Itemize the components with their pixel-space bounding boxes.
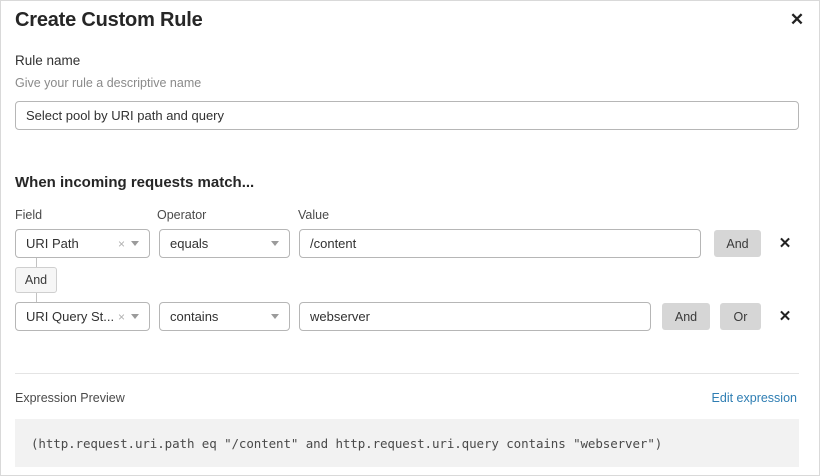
connector-line-top	[36, 258, 37, 268]
clear-icon[interactable]: ×	[117, 236, 125, 251]
column-header-value: Value	[298, 208, 330, 222]
value-input-row-2[interactable]	[299, 302, 651, 331]
and-button-row-2[interactable]: And	[662, 303, 710, 330]
or-button-row-2[interactable]: Or	[720, 303, 761, 330]
chevron-down-icon	[131, 241, 139, 246]
chevron-down-icon	[271, 241, 279, 246]
edit-expression-link[interactable]: Edit expression	[711, 391, 797, 405]
remove-condition-row-2[interactable]: ✕	[775, 306, 795, 326]
column-header-field: Field	[15, 208, 43, 222]
chevron-down-icon	[131, 314, 139, 319]
operator-select-value-row-1: equals	[170, 236, 209, 251]
expression-preview-box: (http.request.uri.path eq "/content" and…	[15, 419, 799, 467]
expression-preview-text: (http.request.uri.path eq "/content" and…	[31, 435, 663, 451]
group-connector-and[interactable]: And	[15, 267, 57, 293]
connector-line-bottom	[36, 293, 37, 302]
field-select-row-2[interactable]: URI Query St... ×	[15, 302, 150, 331]
field-select-value-row-1: URI Path	[26, 236, 79, 251]
operator-select-row-1[interactable]: equals	[159, 229, 290, 258]
expression-preview-label: Expression Preview	[15, 391, 125, 405]
conditions-heading: When incoming requests match...	[15, 174, 255, 191]
section-divider	[15, 373, 799, 374]
and-button-row-1[interactable]: And	[714, 230, 761, 257]
operator-select-row-2[interactable]: contains	[159, 302, 290, 331]
page-title: Create Custom Rule	[15, 9, 203, 31]
close-icon[interactable]: ✕	[785, 7, 809, 31]
rule-name-input[interactable]	[15, 101, 799, 130]
operator-select-value-row-2: contains	[170, 309, 219, 324]
rule-name-help-text: Give your rule a descriptive name	[15, 76, 202, 90]
value-input-row-1[interactable]	[299, 229, 701, 258]
chevron-down-icon	[271, 314, 279, 319]
field-select-row-1[interactable]: URI Path ×	[15, 229, 150, 258]
rule-name-label: Rule name	[15, 53, 81, 68]
column-header-operator: Operator	[157, 208, 207, 222]
field-select-value-row-2: URI Query St...	[26, 309, 115, 324]
remove-condition-row-1[interactable]: ✕	[775, 233, 795, 253]
clear-icon[interactable]: ×	[117, 309, 125, 324]
